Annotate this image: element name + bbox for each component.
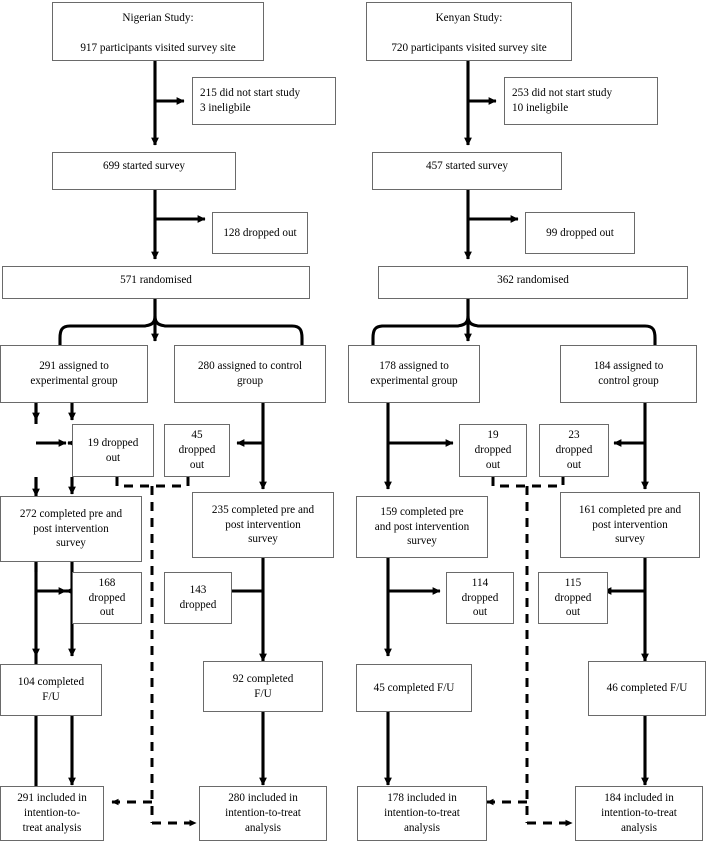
nigerian-experimental-assigned-box: 291 assigned to experimental group [0, 345, 148, 403]
kenyan-control-fu-box: 46 completed F/U [588, 661, 706, 716]
nigerian-dropped-1-box: 128 dropped out [212, 212, 308, 254]
kenyan-experimental-assigned-box: 178 assigned to experimental group [348, 345, 480, 403]
nigerian-experimental-prepost-box: 272 completed pre and post intervention … [0, 496, 142, 562]
kenyan-experimental-fu-box: 45 completed F/U [356, 664, 472, 712]
nigerian-control-itt-box: 280 included in intention-to-treat analy… [199, 786, 327, 841]
kenyan-randomised-box: 362 randomised [378, 266, 688, 299]
kenyan-experimental-prepost-box: 159 completed pre and post intervention … [356, 496, 488, 558]
kenyan-dropped-1-box: 99 dropped out [525, 212, 635, 254]
nigerian-control-fu-box: 92 completed F/U [203, 661, 323, 712]
kenyan-control-dropped-2-box: 115 dropped out [538, 572, 608, 624]
nigerian-experimental-dropped-1-box: 19 dropped out [72, 424, 154, 477]
kenyan-experimental-dropped-1-box: 19 dropped out [459, 424, 527, 477]
nigerian-started-survey-box: 699 started survey [52, 152, 236, 190]
nigerian-control-assigned-box: 280 assigned to control group [174, 345, 326, 403]
nigerian-excluded-box: 215 did not start study 3 ineligbile [192, 77, 336, 125]
kenyan-control-prepost-box: 161 completed pre and post intervention … [560, 492, 700, 558]
kenyan-experimental-itt-box: 178 included in intention-to-treat analy… [357, 786, 487, 841]
kenyan-header-box: Kenyan Study: 720 participants visited s… [366, 2, 572, 61]
nigerian-control-dropped-1-box: 45 dropped out [164, 424, 230, 477]
kenyan-started-survey-box: 457 started survey [372, 152, 562, 190]
kenyan-control-itt-box: 184 included in intention-to-treat analy… [575, 786, 703, 841]
nigerian-experimental-dropped-2-box: 168 dropped out [72, 572, 142, 624]
kenyan-control-assigned-box: 184 assigned to control group [560, 345, 697, 403]
kenyan-experimental-dropped-2-box: 114 dropped out [446, 572, 514, 624]
kenyan-control-dropped-1-box: 23 dropped out [539, 424, 609, 477]
nigerian-control-dropped-2-box: 143 dropped [164, 572, 232, 624]
nigerian-randomised-box: 571 randomised [2, 266, 310, 299]
nigerian-experimental-fu-box: 104 completed F/U [0, 664, 102, 716]
nigerian-control-prepost-box: 235 completed pre and post intervention … [192, 492, 334, 558]
kenyan-excluded-box: 253 did not start study 10 ineligbile [504, 77, 658, 125]
nigerian-header-box: Nigerian Study: 917 participants visited… [52, 2, 264, 61]
nigerian-experimental-itt-box: 291 included in intention-to- treat anal… [0, 786, 104, 841]
